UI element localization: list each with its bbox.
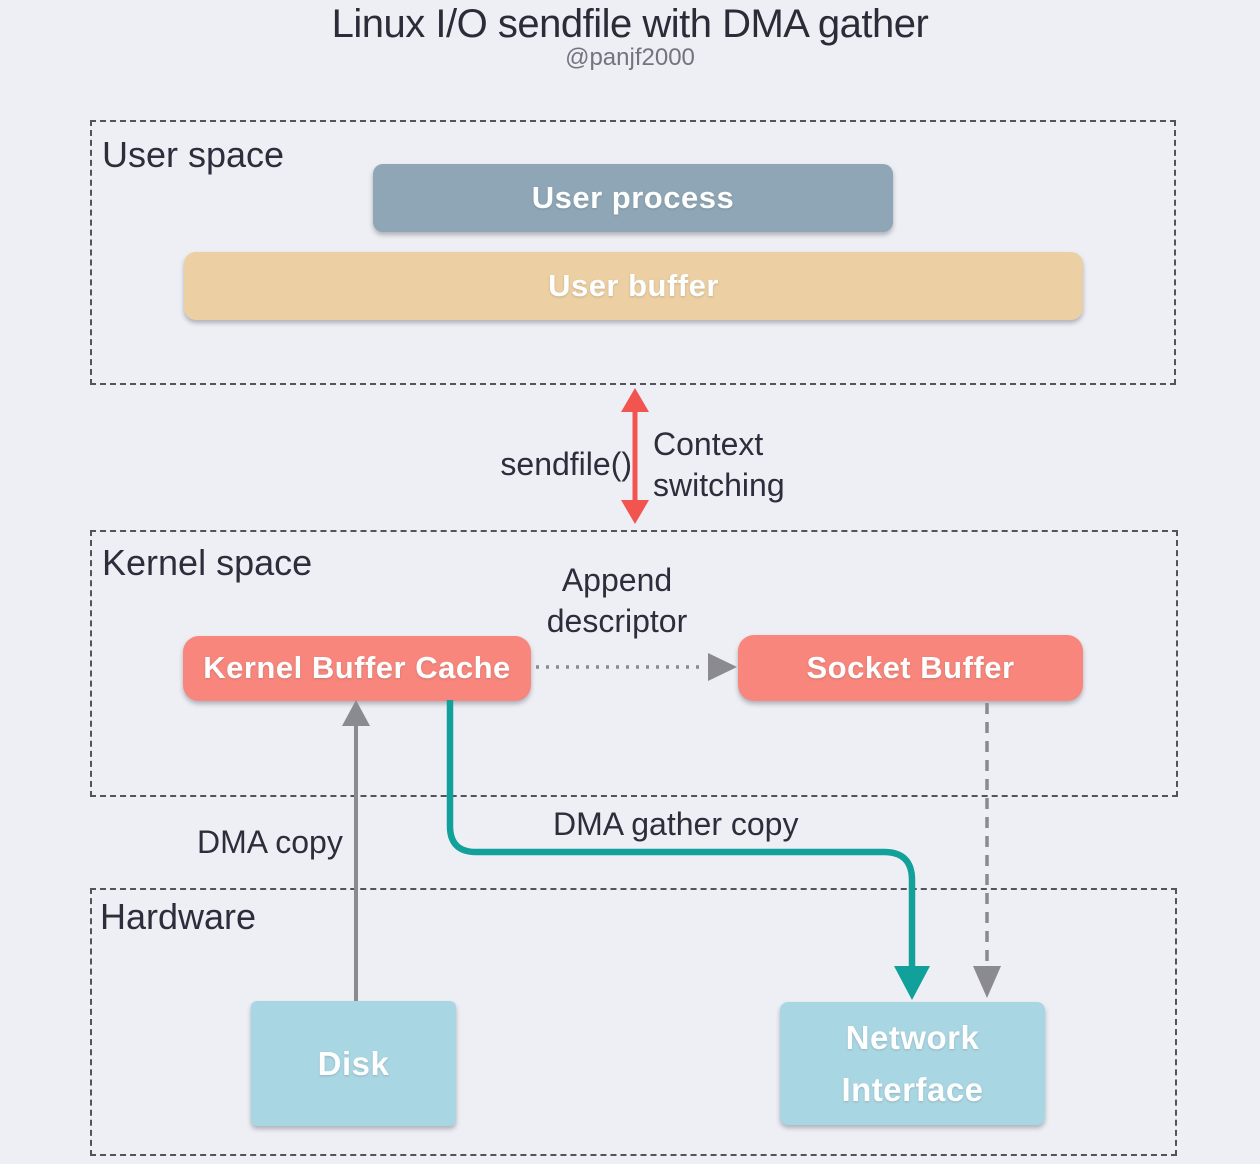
dma-copy-label: DMA copy <box>197 824 343 860</box>
context-switching-label: Context switching <box>653 426 785 503</box>
dma-gather-copy-label: DMA gather copy <box>553 806 799 842</box>
user-buffer-node: User buffer <box>184 252 1083 320</box>
sendfile-label: sendfile() <box>500 446 632 482</box>
kernel-buffer-cache-node: Kernel Buffer Cache <box>183 636 531 701</box>
page-title: Linux I/O sendfile with DMA gather <box>331 2 929 46</box>
user-process-node: User process <box>373 164 893 232</box>
user-space-region <box>90 120 1176 385</box>
user-space-label: User space <box>102 134 285 175</box>
kernel-space-label: Kernel space <box>102 542 313 583</box>
hardware-label: Hardware <box>100 896 257 937</box>
network-interface-node: Network Interface <box>780 1002 1045 1125</box>
disk-node: Disk <box>251 1001 456 1126</box>
append-descriptor-label: Append descriptor <box>546 562 688 639</box>
author-handle: @panjf2000 <box>565 44 695 71</box>
socket-buffer-node: Socket Buffer <box>738 635 1083 701</box>
